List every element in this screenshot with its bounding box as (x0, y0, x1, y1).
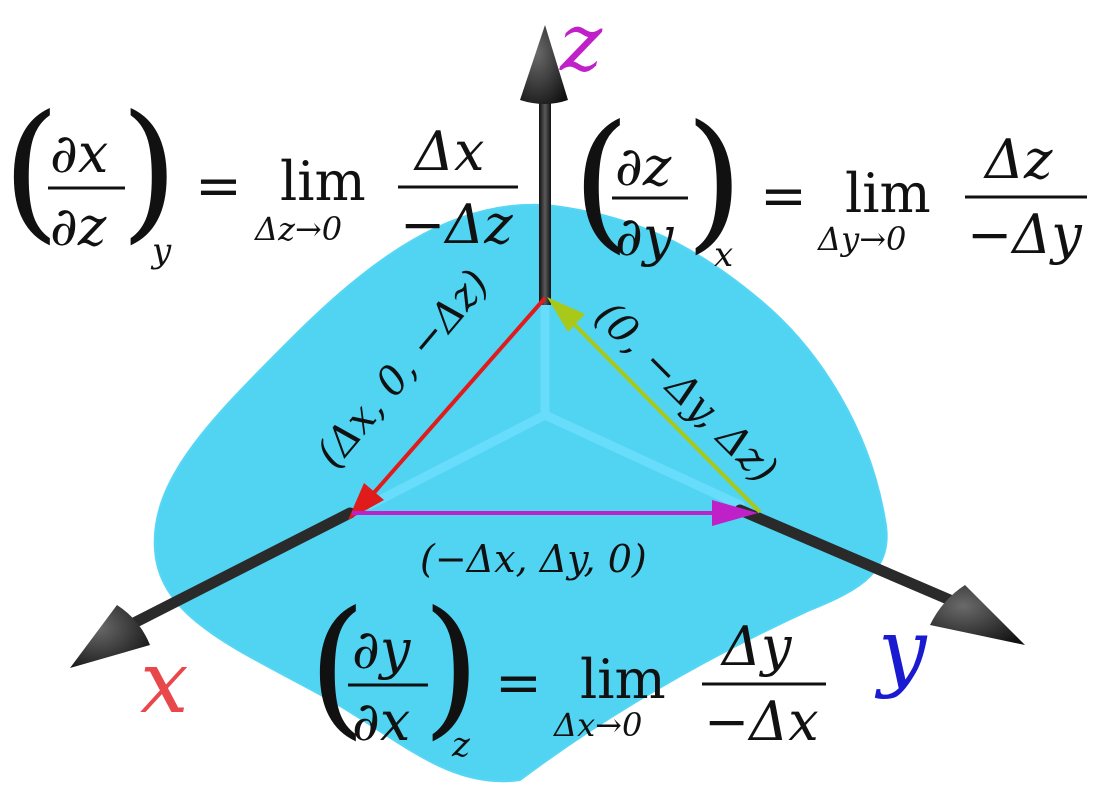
formula-tr-frac-den: −Δy (967, 203, 1083, 266)
formula-top-right: ( ∂z ∂y ) x = lim Δy→0 Δz −Δy (572, 94, 1087, 275)
paren-right: ) (120, 84, 179, 258)
formula-b-num: ∂y (352, 618, 412, 681)
paren-right: ) (422, 580, 481, 754)
formula-tr-lim: lim (845, 162, 931, 225)
formula-tl-equals: = (195, 154, 242, 219)
formula-b-lim: lim (580, 648, 666, 711)
formula-tr-num: ∂z (615, 135, 672, 198)
formula-tl-frac-num: Δx (413, 120, 484, 183)
x-axis (70, 507, 356, 668)
paren-left: ( (572, 94, 631, 268)
paren-left: ( (2, 84, 61, 258)
formula-tl-den: ∂z (50, 195, 107, 258)
vector-magenta (352, 500, 758, 526)
formula-b-frac-den: −Δx (704, 690, 819, 753)
formula-tr-sub: x (714, 235, 733, 275)
formula-top-left: ( ∂x ∂z ) y = lim Δz→0 Δx −Δz (2, 84, 518, 271)
formula-b-equals: = (495, 651, 542, 716)
formula-tl-num: ∂x (50, 122, 108, 185)
vector-green (547, 297, 762, 514)
formula-bottom: ( ∂y ∂x ) z = lim Δx→0 Δy −Δx (308, 580, 826, 765)
axis-label-z: z (559, 0, 603, 89)
paren-right: ) (685, 94, 744, 268)
formula-tr-equals: = (760, 164, 807, 229)
formula-b-sub: z (451, 725, 471, 765)
formula-tl-limsub: Δz→0 (253, 210, 342, 248)
formula-tl-sub: y (150, 231, 172, 271)
vector-red (348, 296, 547, 520)
formula-b-den: ∂x (352, 690, 410, 753)
axis-label-y: y (874, 601, 928, 701)
axis-label-x: x (140, 633, 189, 733)
z-axis (520, 25, 568, 305)
x-axis-arrowhead-icon (70, 605, 150, 668)
formula-tr-frac-num: Δz (983, 128, 1053, 191)
formula-b-limsub: Δx→0 (552, 706, 642, 744)
formula-b-frac-num: Δy (720, 615, 793, 678)
paren-left: ( (308, 580, 367, 754)
formula-tr-den: ∂y (615, 205, 675, 268)
surface-patch (153, 203, 888, 783)
formula-tr-limsub: Δy→0 (816, 220, 906, 258)
z-axis-arrowhead-icon (520, 25, 568, 104)
formula-tl-frac-den: −Δz (400, 193, 513, 256)
y-axis-arrowhead-icon (930, 585, 1025, 645)
formula-tl-lim: lim (280, 150, 366, 213)
vector-label-magenta: (−Δx, Δy, 0) (420, 537, 647, 581)
surface-guidelines (365, 293, 745, 510)
y-axis (734, 504, 1025, 645)
